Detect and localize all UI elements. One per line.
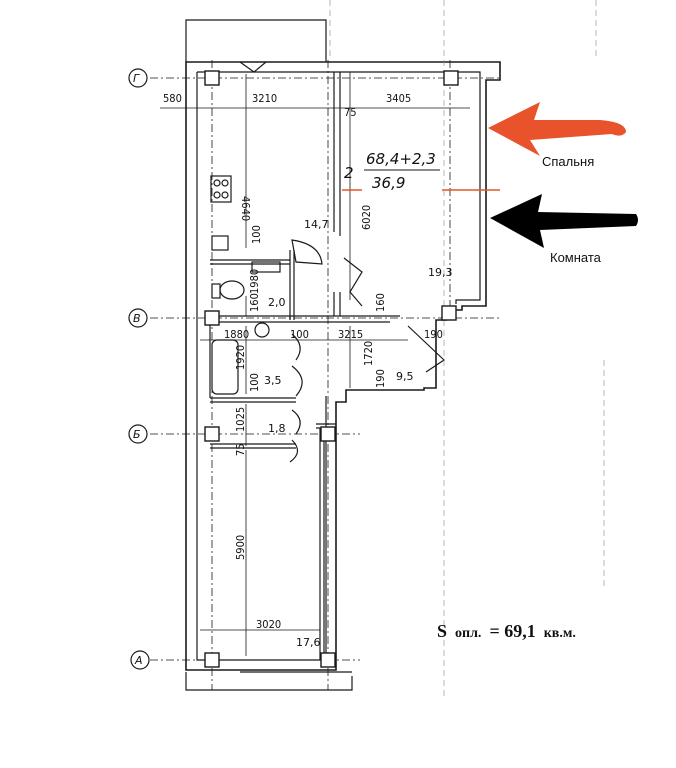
axis-label-a: А [134, 654, 143, 667]
sink-kitchen [211, 235, 229, 251]
outer-wall [185, 61, 501, 671]
wall-corridor [210, 315, 400, 323]
door-bedroom [343, 257, 363, 307]
door-room [289, 439, 299, 463]
sink-bath [254, 322, 270, 338]
total-s: S [437, 621, 447, 641]
door-wc [291, 333, 301, 361]
dim-1920: 1920 [234, 345, 247, 370]
door-kitchen [291, 239, 323, 265]
dim-1980: 1980 [248, 269, 261, 294]
room-area-bath: 3,5 [264, 374, 282, 387]
dim-580: 580 [163, 92, 182, 105]
dim-190: 190 [424, 328, 443, 341]
black-arrow-icon [490, 194, 638, 248]
apartment-area-total: 68,4+2,3 [366, 150, 436, 168]
axis-bubble-v [128, 308, 148, 328]
sink-wc [251, 261, 281, 273]
dim-3210: 3210 [252, 92, 277, 105]
door-bath [291, 365, 303, 397]
dim-3405: 3405 [386, 92, 411, 105]
label-bedroom: Спальня [542, 154, 594, 169]
stove [210, 175, 232, 203]
dim-100-b: 100 [290, 328, 309, 341]
red-arrow-icon [488, 102, 626, 156]
dim-160: 160 [248, 293, 261, 312]
dim-3020: 3020 [256, 618, 281, 631]
room-area-bedroom: 19,3 [428, 266, 453, 279]
apartment-area-living: 36,9 [372, 174, 405, 192]
dim-100-c: 100 [248, 373, 261, 392]
total-opl: опл. [455, 626, 481, 641]
label-room: Комната [550, 250, 602, 265]
room-area-closet: 9,5 [396, 370, 414, 383]
dim-6020: 6020 [360, 205, 373, 230]
dim-160-b: 160 [374, 293, 387, 312]
dim-3215: 3215 [338, 328, 363, 341]
dim-1720: 1720 [362, 341, 375, 366]
dim-5900: 5900 [234, 535, 247, 560]
dim-1025: 1025 [234, 407, 247, 432]
door-hall [291, 409, 301, 435]
axis-bubble-g [128, 68, 148, 88]
axis-label-v: В [133, 312, 141, 325]
dim-190-b: 190 [374, 369, 387, 388]
dim-75-b: 75 [234, 443, 247, 456]
toilet [219, 280, 245, 300]
dim-1880: 1880 [224, 328, 249, 341]
dim-75: 75 [344, 106, 357, 119]
room-area-kitchen: 14,7 [304, 218, 329, 231]
axis-label-g: Г [133, 72, 140, 85]
axis-label-b: Б [133, 428, 141, 441]
axis-bubble-a [130, 650, 150, 670]
total-area: S опл. = 69,1 кв.м. [437, 621, 576, 641]
wall-kitchen-bedroom [333, 72, 341, 236]
total-eq: = 69,1 [489, 621, 535, 641]
dim-100: 100 [250, 225, 263, 244]
apartment-number: 2 [344, 164, 354, 182]
total-unit: кв.м. [544, 626, 576, 641]
room-area-hall: 1,8 [268, 422, 286, 435]
room-area-room: 17,6 [296, 636, 321, 649]
room-area-wc: 2,0 [268, 296, 286, 309]
balcony-top [185, 19, 327, 62]
dim-4640: 4640 [239, 196, 252, 221]
axis-bubble-b [128, 424, 148, 444]
